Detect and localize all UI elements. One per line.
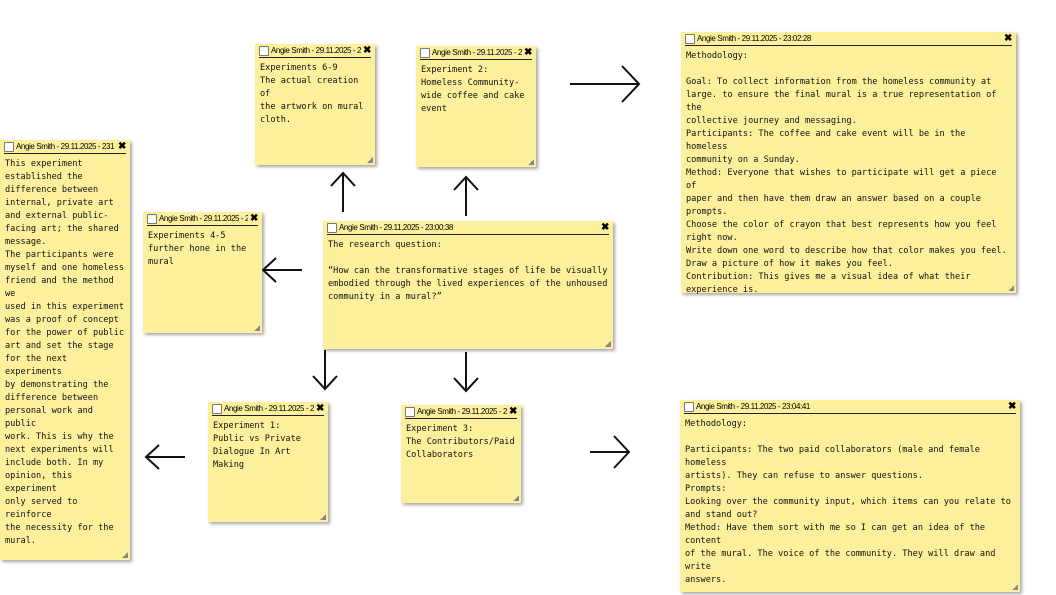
resize-handle-icon[interactable] bbox=[320, 514, 326, 520]
arrow-right-bottom bbox=[590, 435, 631, 469]
close-icon[interactable]: ✖ bbox=[524, 47, 532, 58]
arrow-up-right bbox=[453, 175, 479, 216]
note-header[interactable]: Angie Smith - 29.11.2025 - 231✖ bbox=[4, 140, 126, 154]
select-checkbox[interactable] bbox=[259, 45, 269, 56]
resize-handle-icon[interactable] bbox=[1008, 285, 1014, 291]
note-header[interactable]: Angie Smith - 29.11.2025 - 23:02:28 ✖ bbox=[685, 32, 1012, 46]
select-checkbox[interactable] bbox=[147, 213, 157, 224]
sticky-note-exp1[interactable]: Angie Smith - 29.11.2025 - 2✖ Experiment … bbox=[208, 402, 328, 522]
select-checkbox[interactable] bbox=[4, 141, 14, 152]
resize-handle-icon[interactable] bbox=[605, 341, 611, 347]
note-text[interactable]: Experiments 4-5 further hone in the mura… bbox=[148, 231, 247, 267]
note-text[interactable]: The research question: “How can the tran… bbox=[328, 240, 608, 302]
close-icon[interactable]: ✖ bbox=[1008, 401, 1016, 412]
close-icon[interactable]: ✖ bbox=[1004, 33, 1012, 44]
sticky-note-exp69[interactable]: Angie Smith - 29.11.2025 - 2✖ Experiments… bbox=[255, 44, 375, 165]
arrow-left-bottom bbox=[144, 444, 185, 470]
sticky-note-exp3[interactable]: Angie Smith - 29.11.2025 - 2✖ Experiment … bbox=[401, 405, 521, 503]
sticky-note-exp2[interactable]: Angie Smith - 29.11.2025 - 2✖ Experiment … bbox=[416, 46, 536, 167]
note-author-timestamp: Angie Smith - 29.11.2025 - 2 bbox=[159, 214, 249, 223]
arrow-right-top bbox=[570, 65, 641, 103]
arrow-down-right bbox=[453, 352, 479, 393]
select-checkbox[interactable] bbox=[212, 403, 222, 414]
note-header[interactable]: Angie Smith - 29.11.2025 - 2✖ bbox=[147, 212, 258, 226]
note-header[interactable]: Angie Smith - 29.11.2025 - 2✖ bbox=[259, 44, 371, 58]
note-author-timestamp: Angie Smith - 29.11.2025 - 23:00:38 bbox=[339, 223, 453, 232]
resize-handle-icon[interactable] bbox=[1012, 584, 1018, 590]
note-header[interactable]: Angie Smith - 29.11.2025 - 2✖ bbox=[405, 405, 517, 419]
note-author-timestamp: Angie Smith - 29.11.2025 - 2 bbox=[224, 404, 315, 413]
note-text[interactable]: Experiments 6-9 The actual creation of t… bbox=[260, 63, 364, 125]
close-icon[interactable]: ✖ bbox=[601, 222, 609, 233]
note-text[interactable]: This experiment established the differen… bbox=[5, 159, 124, 546]
note-text[interactable]: Methodology: Participants: The two paid … bbox=[685, 419, 1011, 585]
select-checkbox[interactable] bbox=[685, 33, 695, 44]
close-icon[interactable]: ✖ bbox=[250, 213, 258, 224]
select-checkbox[interactable] bbox=[684, 401, 694, 412]
resize-handle-icon[interactable] bbox=[513, 495, 519, 501]
arrow-down-left bbox=[312, 350, 338, 391]
select-checkbox[interactable] bbox=[420, 47, 430, 58]
select-checkbox[interactable] bbox=[405, 406, 415, 417]
note-header[interactable]: Angie Smith - 29.11.2025 - 2✖ bbox=[420, 46, 532, 60]
note-author-timestamp: Angie Smith - 29.11.2025 - 2 bbox=[417, 407, 508, 416]
close-icon[interactable]: ✖ bbox=[509, 406, 517, 417]
resize-handle-icon[interactable] bbox=[254, 325, 260, 331]
sticky-note-bottomright[interactable]: Angie Smith - 29.11.2025 - 23:04:41 ✖ Meth… bbox=[680, 400, 1020, 592]
sticky-note-topright[interactable]: Angie Smith - 29.11.2025 - 23:02:28 ✖ Meth… bbox=[681, 32, 1016, 295]
arrow-up-left bbox=[330, 171, 356, 212]
note-text[interactable]: Methodology: Goal: To collect informatio… bbox=[686, 51, 1007, 295]
note-text[interactable]: Experiment 3: The Contributors/Paid Coll… bbox=[406, 424, 515, 460]
note-text[interactable]: Experiment 1: Public vs Private Dialogue… bbox=[213, 421, 301, 470]
resize-handle-icon[interactable] bbox=[367, 157, 373, 163]
note-text[interactable]: Experiment 2: Homeless Community- wide c… bbox=[421, 65, 525, 114]
resize-handle-icon[interactable] bbox=[122, 552, 128, 558]
close-icon[interactable]: ✖ bbox=[316, 403, 324, 414]
note-header[interactable]: Angie Smith - 29.11.2025 - 23:00:38 ✖ bbox=[327, 221, 609, 235]
sticky-note-left[interactable]: Angie Smith - 29.11.2025 - 231✖ This expe… bbox=[0, 140, 130, 560]
note-header[interactable]: Angie Smith - 29.11.2025 - 23:04:41 ✖ bbox=[684, 400, 1016, 414]
arrow-left-mid bbox=[261, 257, 302, 283]
sticky-note-center[interactable]: Angie Smith - 29.11.2025 - 23:00:38 ✖ The … bbox=[323, 221, 613, 349]
sticky-note-exp45[interactable]: Angie Smith - 29.11.2025 - 2✖Experiments… bbox=[143, 212, 262, 333]
note-author-timestamp: Angie Smith - 29.11.2025 - 231 bbox=[16, 142, 115, 151]
note-author-timestamp: Angie Smith - 29.11.2025 - 2 bbox=[432, 48, 523, 57]
note-author-timestamp: Angie Smith - 29.11.2025 - 23:04:41 bbox=[696, 402, 810, 411]
note-author-timestamp: Angie Smith - 29.11.2025 - 2 bbox=[271, 46, 362, 55]
close-icon[interactable]: ✖ bbox=[363, 45, 371, 56]
resize-handle-icon[interactable] bbox=[528, 159, 534, 165]
select-checkbox[interactable] bbox=[327, 222, 337, 233]
close-icon[interactable]: ✖ bbox=[118, 141, 126, 152]
note-author-timestamp: Angie Smith - 29.11.2025 - 23:02:28 bbox=[697, 34, 811, 43]
note-header[interactable]: Angie Smith - 29.11.2025 - 2✖ bbox=[212, 402, 324, 416]
